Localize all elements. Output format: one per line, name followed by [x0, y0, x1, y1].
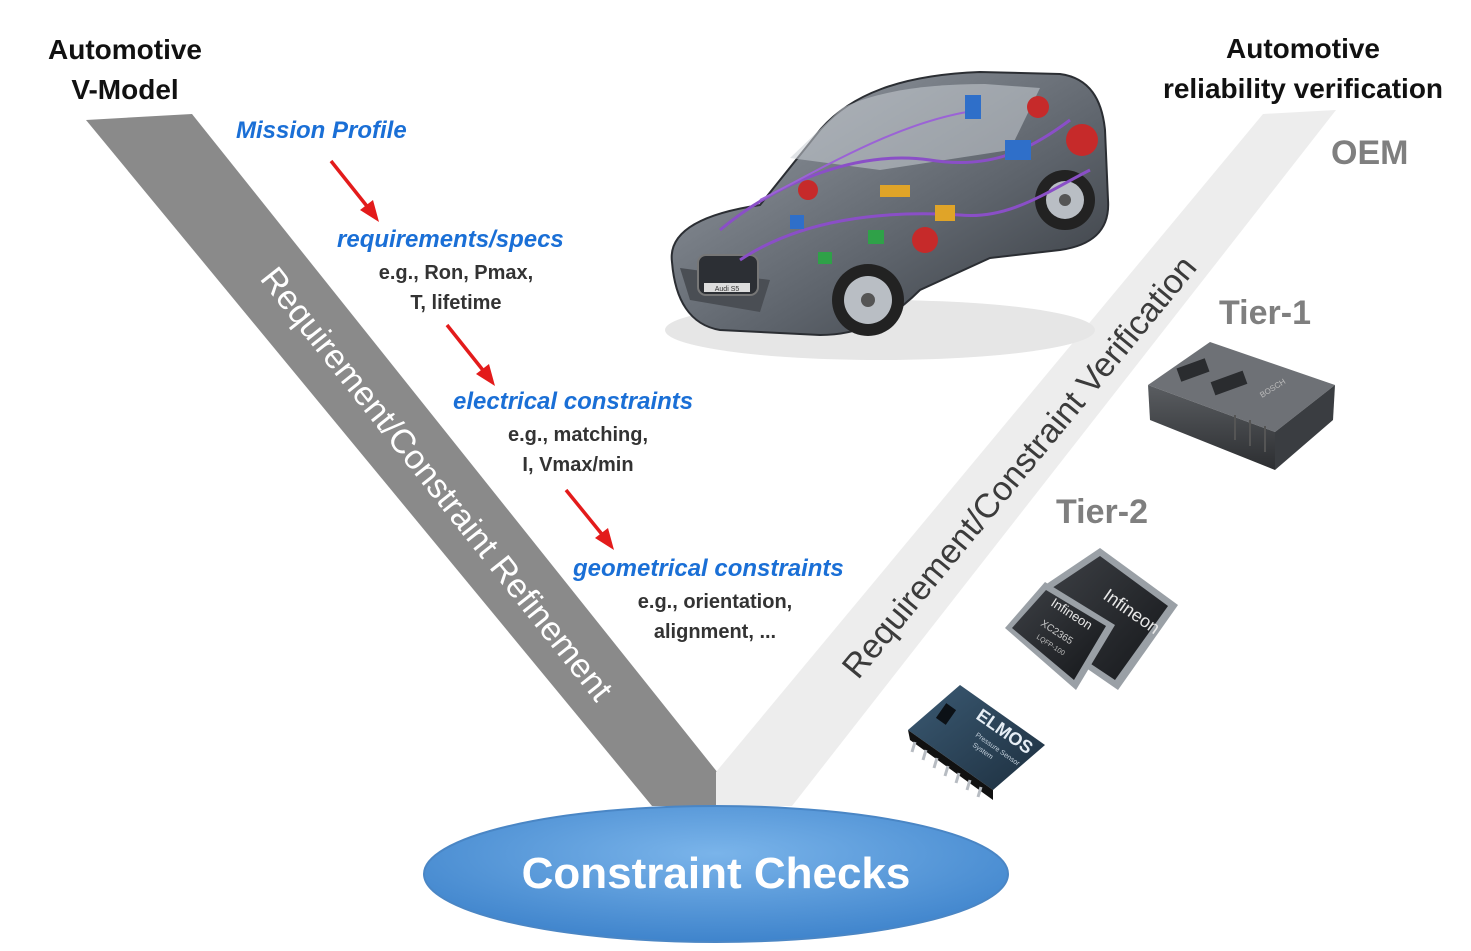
right-title-line-2: reliability verification [1162, 73, 1444, 104]
car-illustration: Audi S5 [665, 70, 1110, 360]
step-geometrical-example-line-1: e.g., orientation, [637, 591, 793, 613]
step-requirements-example-line-2: T, lifetime [410, 292, 502, 314]
constraint-checks-label: Constraint Checks [521, 849, 911, 898]
step-electrical-example: e.g., matching, I, Vmax/min [478, 420, 678, 480]
level-oem: OEM [1331, 134, 1409, 172]
arrow-1-head [360, 200, 379, 222]
step-requirements-example: e.g., Ron, Pmax, T, lifetime [356, 258, 556, 318]
left-title-line-2: V-Model [71, 74, 179, 105]
step-geometrical-example-line-2: alignment, ... [653, 621, 777, 643]
step-geometrical-example: e.g., orientation, alignment, ... [605, 587, 825, 647]
ecu-module-image: BOSCH [1148, 342, 1335, 470]
left-title-line-1: Automotive [48, 34, 202, 65]
refinement-arrows [329, 159, 614, 550]
left-title: Automotive V-Model [20, 30, 230, 110]
right-title-line-1: Automotive [1226, 33, 1380, 64]
refinement-band [86, 114, 718, 806]
arrow-1 [329, 159, 372, 212]
step-requirements-example-line-1: e.g., Ron, Pmax, [378, 262, 534, 284]
license-plate-text: Audi S5 [715, 286, 740, 293]
step-mission-profile: Mission Profile [236, 117, 407, 144]
small-chip-image: Infineon XC2365 LQFP-100 [1005, 582, 1115, 690]
verification-band [716, 110, 1336, 806]
step-electrical-constraints: electrical constraints [453, 388, 694, 415]
step-geometrical-constraints: geometrical constraints [573, 555, 844, 582]
step-electrical-example-line-1: e.g., matching, [507, 424, 649, 446]
right-title: Automotive reliability verification [1140, 29, 1466, 109]
arrow-2-head [476, 364, 495, 386]
level-tier-2: Tier-2 [1056, 493, 1148, 531]
step-electrical-example-line-2: I, Vmax/min [522, 454, 634, 476]
arrow-2 [445, 323, 488, 376]
arrow-3-head [595, 528, 614, 550]
step-requirements-specs: requirements/specs [337, 226, 564, 253]
constraint-checks-ellipse [423, 805, 1009, 943]
license-plate [704, 283, 750, 292]
pressure-sensor-chip-image: ELMOS Pressure Sensor System [908, 685, 1045, 800]
arrow-3 [564, 488, 607, 540]
level-tier-1: Tier-1 [1219, 294, 1311, 332]
